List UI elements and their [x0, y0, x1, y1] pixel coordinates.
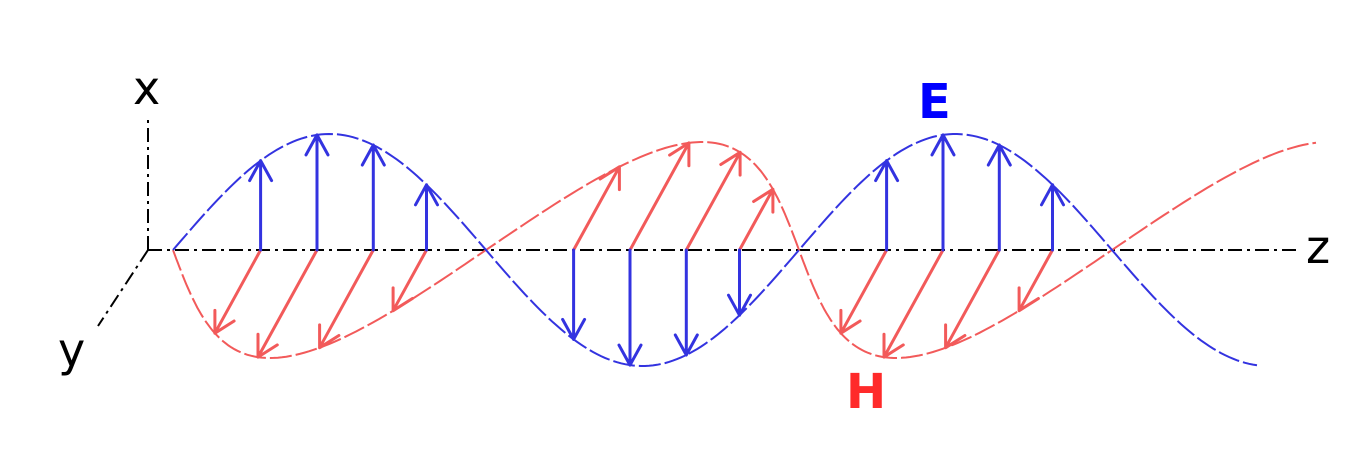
- electric-field-vector: [304, 133, 330, 252]
- z-axis-label: z: [1306, 220, 1330, 274]
- magnetic-field-vector: [318, 248, 375, 350]
- magnetic-field-vector: [391, 248, 428, 313]
- magnetic-field-wave: [172, 141, 1317, 360]
- axes: x y z: [58, 61, 1330, 377]
- x-axis-label: x: [133, 61, 160, 115]
- y-axis: [97, 249, 149, 327]
- electric-field-vector: [561, 248, 587, 341]
- electric-field-vector: [874, 159, 900, 252]
- electric-field-label: E: [918, 74, 951, 130]
- magnetic-field-vector: [944, 248, 1001, 350]
- magnetic-field-vector: [256, 248, 319, 359]
- magnetic-field-vector: [839, 248, 889, 335]
- electric-field-vector: [360, 143, 386, 252]
- magnetic-field-vector: [213, 248, 263, 335]
- magnetic-field-vector: [628, 141, 691, 252]
- electric-field-vector: [673, 248, 699, 357]
- electric-field-vector: [727, 248, 752, 317]
- electric-field-vector: [986, 143, 1012, 252]
- magnetic-field-vector: [738, 187, 775, 252]
- electric-field-wave: [172, 132, 1258, 367]
- y-axis-label: y: [58, 323, 85, 377]
- magnetic-field-vector: [684, 150, 742, 252]
- electric-field-vector: [414, 183, 439, 252]
- electric-field-vector: [930, 133, 956, 252]
- electric-field-vector: [1040, 183, 1065, 252]
- electric-field-vector: [248, 159, 274, 252]
- magnetic-field-label: H: [846, 364, 886, 420]
- magnetic-field-vector: [882, 248, 945, 359]
- electric-field-vector: [617, 248, 643, 367]
